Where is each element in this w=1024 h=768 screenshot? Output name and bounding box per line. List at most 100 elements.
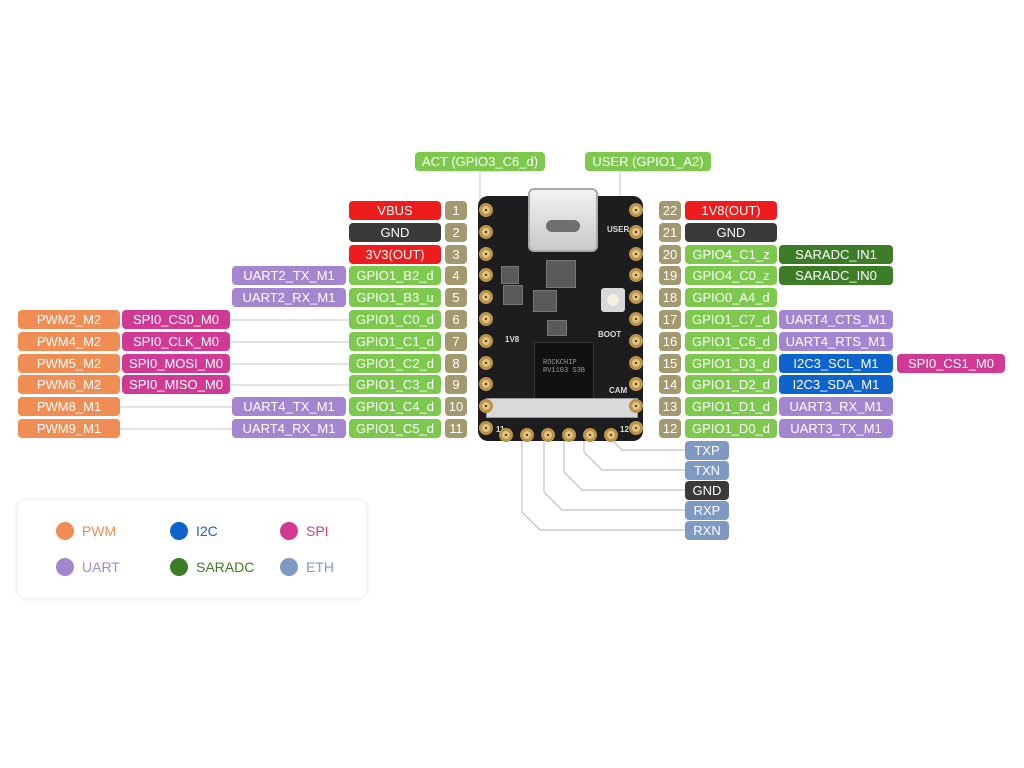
function-label: UART4_CTS_M1 [779, 310, 893, 329]
pin-number: 17 [659, 310, 681, 329]
solder-pad [629, 334, 643, 348]
component [503, 285, 523, 305]
ethernet-pin-label: RXP [685, 501, 729, 520]
act-led-label: ACT (GPIO3_C6_d) [415, 152, 545, 171]
pin-label: GPIO1_C6_d [685, 332, 777, 351]
solder-pad [629, 421, 643, 435]
legend-label: ETH [306, 559, 334, 575]
pin-number: 16 [659, 332, 681, 351]
legend-label: SPI [306, 523, 329, 539]
pin-label: GPIO1_B3_u [349, 288, 441, 307]
function-label: PWM4_M2 [18, 332, 120, 351]
legend-swatch [280, 522, 298, 540]
ethernet-leader [543, 436, 685, 511]
user-led-label: USER (GPIO1_A2) [585, 152, 711, 171]
pin-number: 12 [659, 419, 681, 438]
boot-button[interactable] [601, 288, 625, 312]
function-label: I2C3_SDA_M1 [779, 375, 893, 394]
pin-label: GPIO0_A4_d [685, 288, 777, 307]
pin-number: 6 [445, 310, 467, 329]
ethernet-leader [521, 436, 685, 531]
component [533, 290, 557, 312]
pin-number: 9 [445, 375, 467, 394]
usb-c-connector [528, 188, 598, 252]
solder-pad [629, 203, 643, 217]
pin-label: GPIO1_C1_d [349, 332, 441, 351]
function-label: UART2_RX_M1 [232, 288, 346, 307]
function-label: SPI0_MOSI_M0 [122, 354, 230, 373]
pin-label: 3V3(OUT) [349, 245, 441, 264]
pin-label: GPIO1_C4_d [349, 397, 441, 416]
silk-12: 12 [620, 425, 629, 434]
function-label: UART2_TX_M1 [232, 266, 346, 285]
solder-pad [479, 421, 493, 435]
function-label: I2C3_SCL_M1 [779, 354, 893, 373]
solder-pad [562, 428, 576, 442]
function-label: UART4_RTS_M1 [779, 332, 893, 351]
pin-number: 20 [659, 245, 681, 264]
solder-pad [629, 399, 643, 413]
legend-label: UART [82, 559, 120, 575]
function-label: SARADC_IN1 [779, 245, 893, 264]
solder-pad [604, 428, 618, 442]
ethernet-pin-label: GND [685, 481, 729, 500]
silk-1v8: 1V8 [505, 335, 520, 344]
function-label: PWM9_M1 [18, 419, 120, 438]
camera-connector [486, 398, 638, 418]
legend-swatch [170, 558, 188, 576]
solder-pad [499, 428, 513, 442]
pin-label: GND [685, 223, 777, 242]
pin-number: 11 [445, 419, 467, 438]
legend-swatch [56, 558, 74, 576]
solder-pad [520, 428, 534, 442]
pin-label: GPIO1_C2_d [349, 354, 441, 373]
solder-pad [629, 312, 643, 326]
function-label: UART4_RX_M1 [232, 419, 346, 438]
pin-label: GPIO1_C3_d [349, 375, 441, 394]
legend-swatch [56, 522, 74, 540]
solder-pad [479, 268, 493, 282]
pin-label: GPIO1_C0_d [349, 310, 441, 329]
pin-label: GPIO1_D3_d [685, 354, 777, 373]
function-label: SPI0_MISO_M0 [122, 375, 230, 394]
solder-pad [629, 225, 643, 239]
silk-boot: BOOT [598, 330, 622, 339]
pin-label: GPIO1_C5_d [349, 419, 441, 438]
function-label: PWM8_M1 [18, 397, 120, 416]
function-label: SPI0_CLK_M0 [122, 332, 230, 351]
function-label: SPI0_CS0_M0 [122, 310, 230, 329]
solder-pad [479, 377, 493, 391]
function-label: SARADC_IN0 [779, 266, 893, 285]
ethernet-leader [563, 436, 685, 491]
pin-label: GPIO4_C1_z [685, 245, 777, 264]
pin-label: GPIO1_D0_d [685, 419, 777, 438]
pin-label: GPIO4_C0_z [685, 266, 777, 285]
solder-pad [479, 203, 493, 217]
pin-number: 10 [445, 397, 467, 416]
solder-pad [629, 268, 643, 282]
function-label: SPI0_CS1_M0 [897, 354, 1005, 373]
function-label: UART3_RX_M1 [779, 397, 893, 416]
pin-number: 3 [445, 245, 467, 264]
pin-number: 15 [659, 354, 681, 373]
pin-label: GPIO1_D2_d [685, 375, 777, 394]
silk-cam: CAM [609, 386, 628, 395]
solder-pad [629, 290, 643, 304]
function-label: UART4_TX_M1 [232, 397, 346, 416]
soc-chip: ROCKCHIP RV1103 S3B [534, 342, 594, 400]
solder-pad [479, 290, 493, 304]
solder-pad [479, 247, 493, 261]
pin-label: GPIO1_D1_d [685, 397, 777, 416]
legend-swatch [280, 558, 298, 576]
pin-number: 8 [445, 354, 467, 373]
chip-marking: ROCKCHIP RV1103 S3B [543, 359, 586, 375]
component [546, 260, 576, 288]
legend-label: SARADC [196, 559, 255, 575]
solder-pad [479, 312, 493, 326]
pin-number: 19 [659, 266, 681, 285]
pin-number: 2 [445, 223, 467, 242]
legend-label: PWM [82, 523, 117, 539]
function-label: PWM6_M2 [18, 375, 120, 394]
